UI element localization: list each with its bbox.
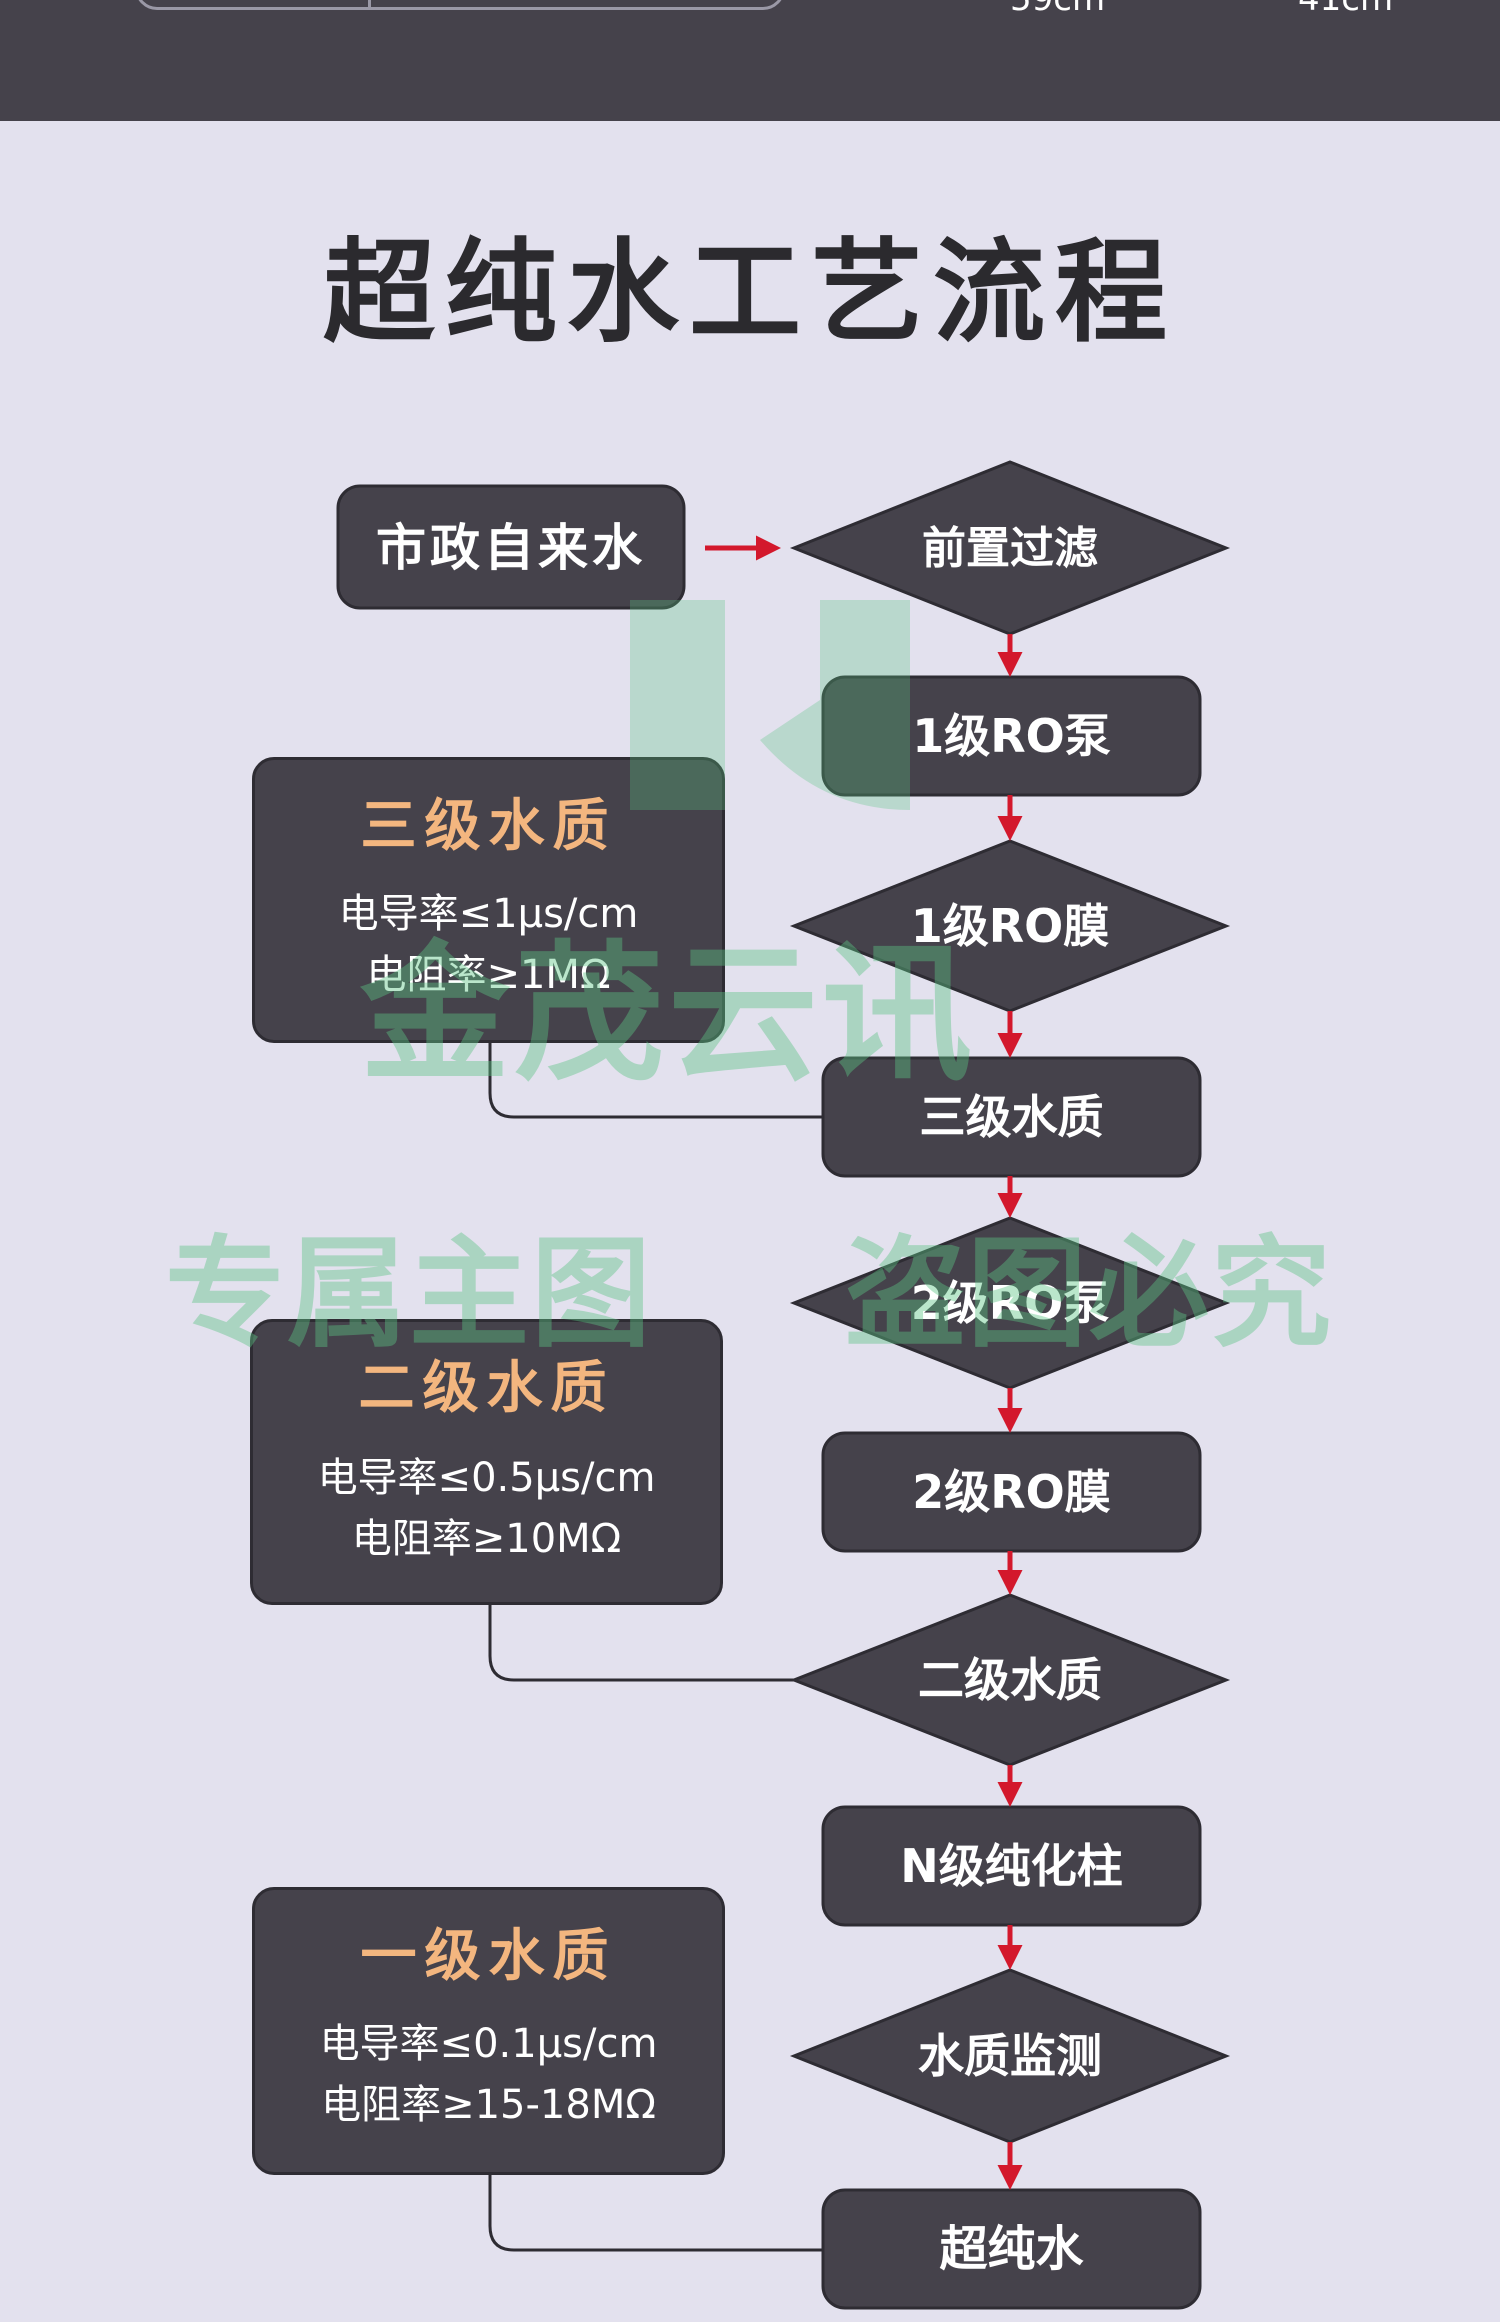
node-product (821, 2188, 1202, 2310)
watermark-right: 盗图必究 (845, 1225, 1333, 1364)
quality-title: 二级水质 (358, 1356, 615, 1421)
dimension-right-label: 41cm (1298, 0, 1393, 16)
node-prefilter-label: 前置过滤 (922, 523, 1098, 574)
brand-logo-watermark (630, 600, 910, 810)
node-source (336, 484, 686, 610)
node-grade2-check-label: 二级水质 (918, 1653, 1102, 1707)
node-grade3-check-label: 三级水质 (919, 1090, 1104, 1144)
node-quality-monitor-label: 水质监测 (918, 2029, 1102, 2083)
quality-conductivity: 电导率≤0.1μs/cm (319, 2021, 658, 2067)
node-source-label: 市政自来水 (376, 519, 646, 577)
quality-box-grade2: 二级水质 电导率≤0.5μs/cm 电阻率≥10MΩ (250, 1319, 723, 1605)
quality-box-grade3: 三级水质 电导率≤1μs/cm 电阻率≥1MΩ (252, 757, 725, 1043)
quality-title: 三级水质 (360, 794, 617, 859)
node-polishing-column-label: N级纯化柱 (900, 1839, 1123, 1893)
node-product-label: 超纯水 (939, 2221, 1084, 2277)
watermark-left: 专属主图 (165, 1225, 653, 1364)
quality-conductivity: 电导率≤0.5μs/cm (317, 1455, 656, 1501)
quality-title: 一级水质 (360, 1924, 617, 1989)
quality-conductivity: 电导率≤1μs/cm (338, 891, 639, 937)
connector-grade2 (488, 1602, 805, 1682)
node-ro-pump-1-label: 1级RO泵 (912, 709, 1111, 763)
quality-resistivity: 电阻率≥15-18MΩ (321, 2082, 656, 2128)
quality-box-grade1: 一级水质 电导率≤0.1μs/cm 电阻率≥15-18MΩ (252, 1887, 725, 2175)
quality-resistivity: 电阻率≥10MΩ (351, 1516, 622, 1562)
dimension-frame-divider (368, 0, 371, 10)
node-ro-membrane-2-label: 2级RO膜 (912, 1465, 1111, 1519)
connector-grade3 (488, 1040, 823, 1119)
quality-resistivity: 电阻率≥1MΩ (366, 952, 611, 998)
page-title: 超纯水工艺流程 (323, 228, 1177, 358)
dimension-left-label: 59cm (1010, 0, 1105, 16)
node-ro-membrane-1-label: 1级RO膜 (910, 899, 1110, 953)
node-ro-pump-2-label: 2级RO泵 (910, 1276, 1110, 1330)
connector-grade1 (488, 2172, 823, 2252)
top-banner (0, 0, 1500, 121)
watermark-brand: 金茂云讯 (360, 928, 977, 1102)
